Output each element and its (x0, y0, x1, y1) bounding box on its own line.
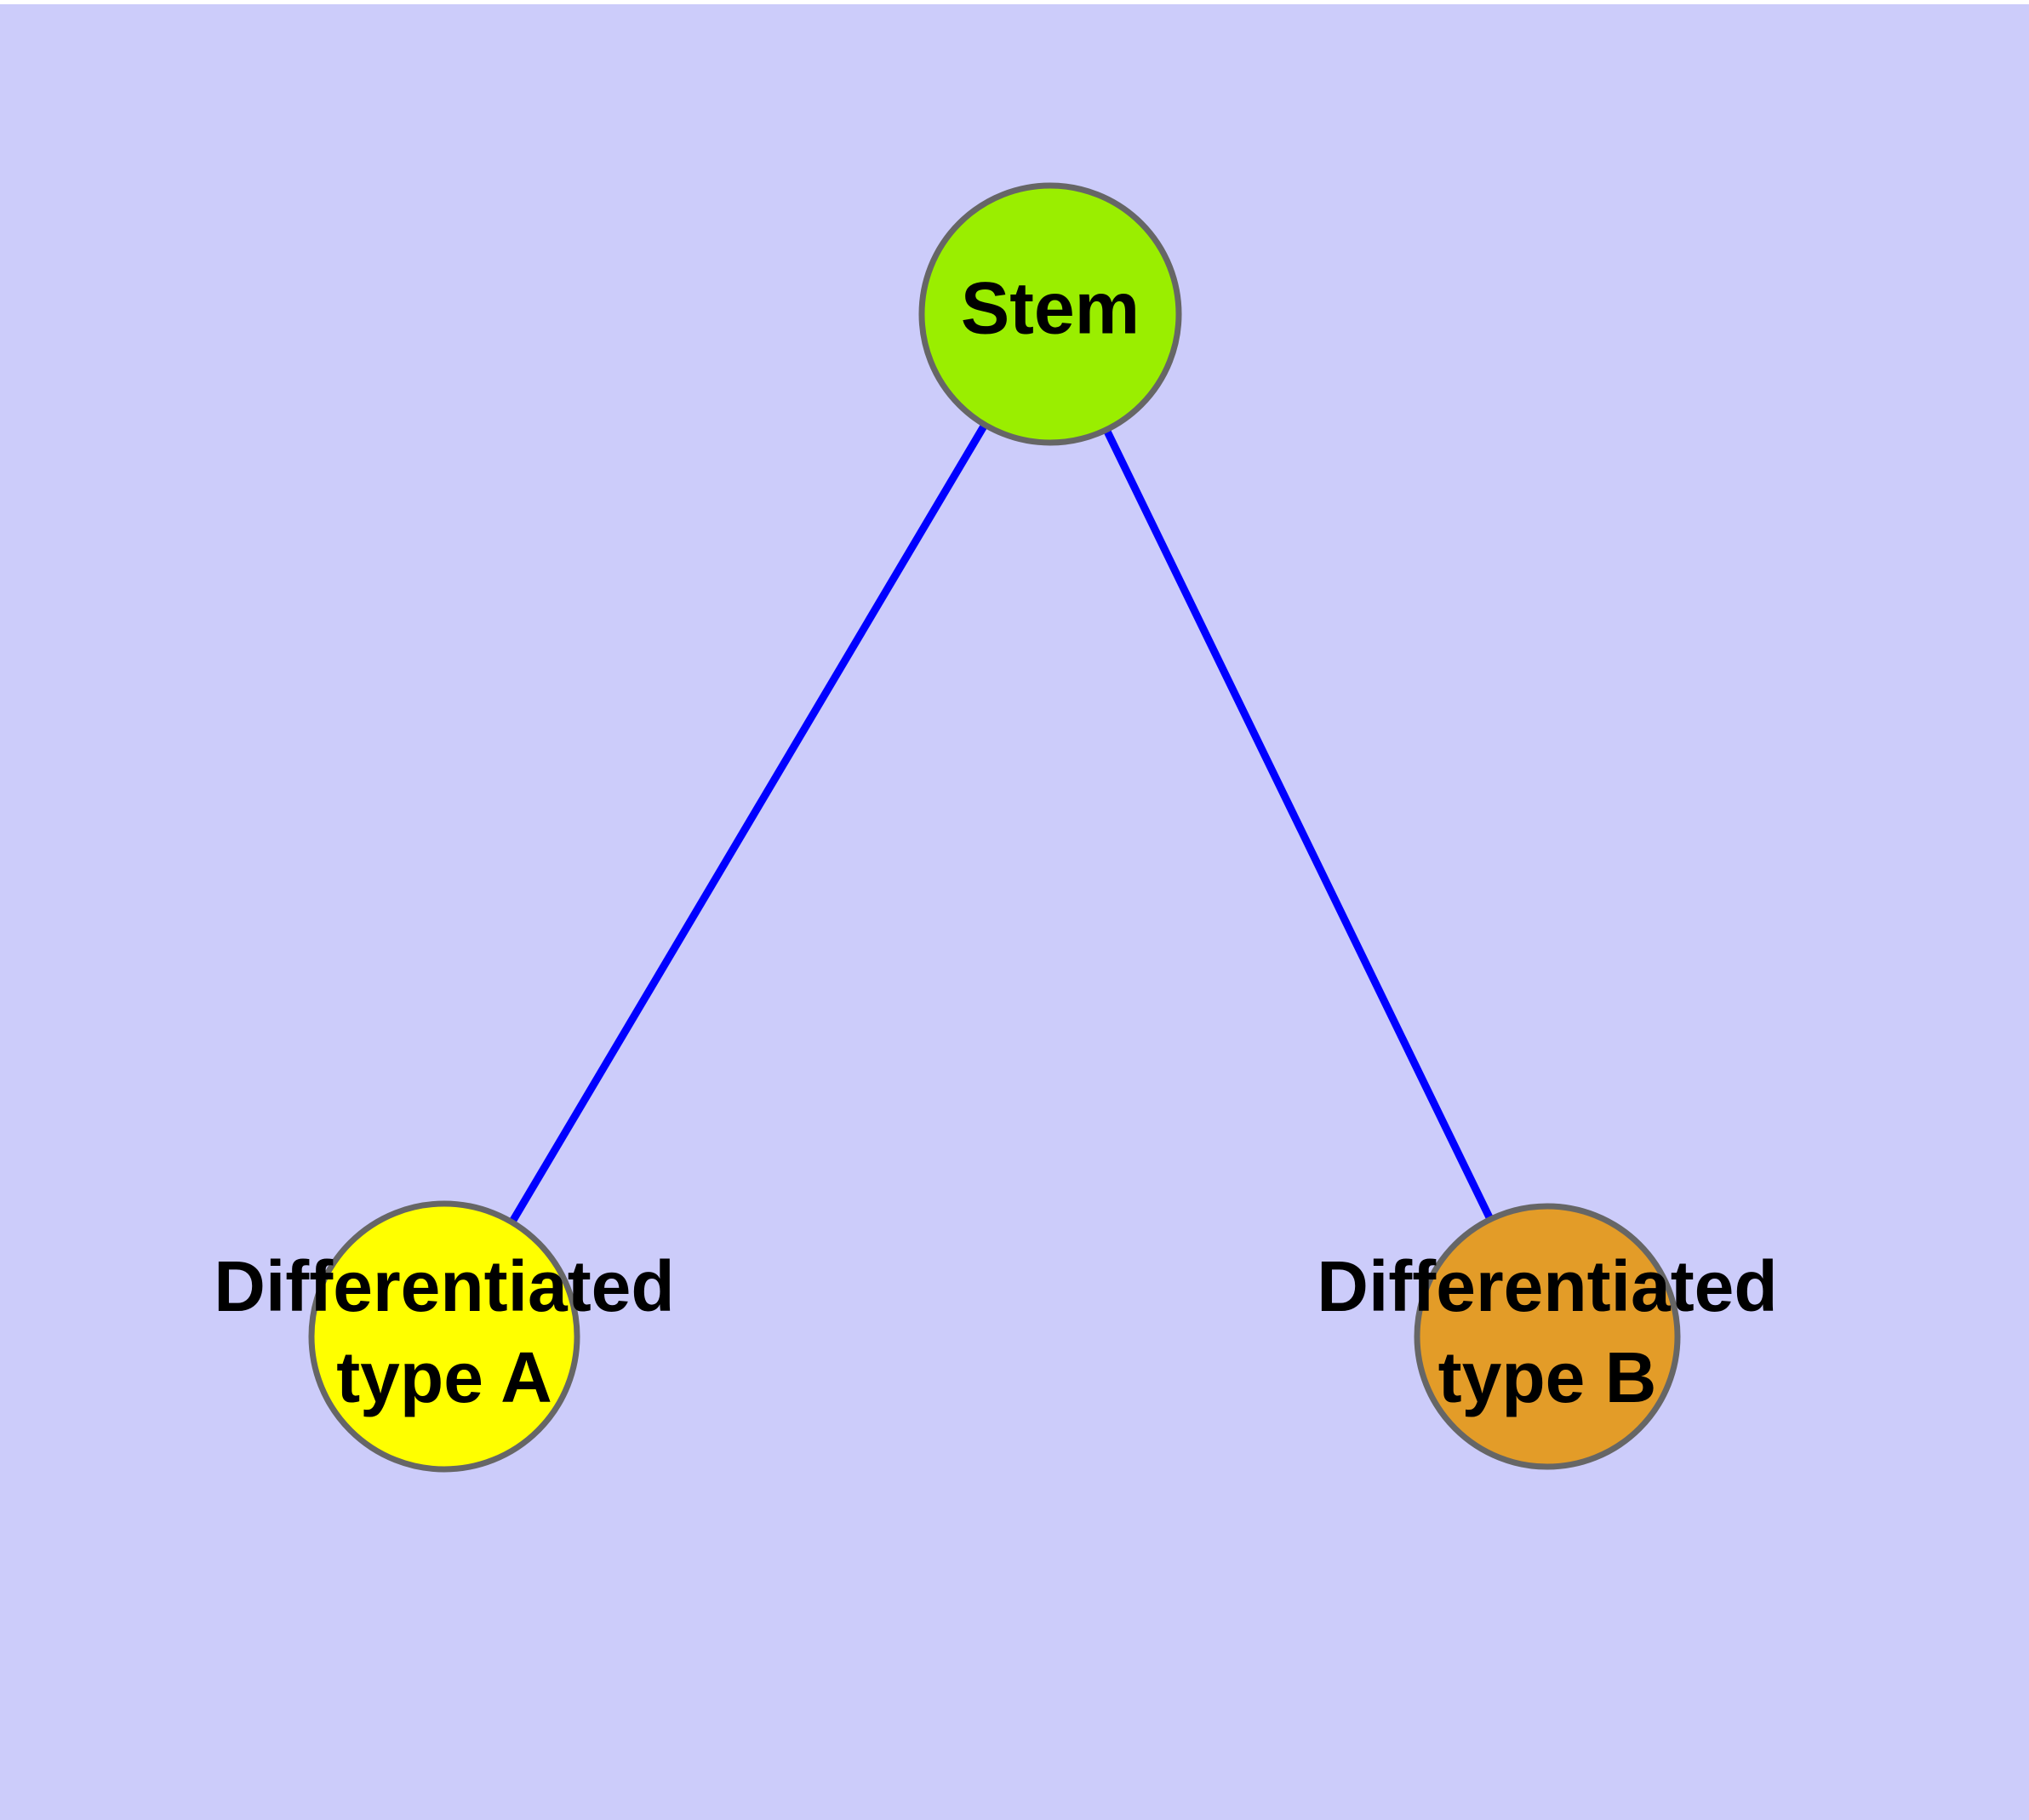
node-link-graph: Stem Differentiated type A Differentiate… (214, 182, 1778, 1473)
edge-stem-to-differentiated-type-a[interactable] (441, 312, 1054, 1339)
node-differentiated-type-b-circle[interactable] (1414, 1203, 1681, 1470)
node-differentiated-type-a-label-line2: type A (336, 1337, 552, 1417)
label-layer: Stem Differentiated type A Differentiate… (214, 268, 1777, 1417)
node-stem-label: Stem (961, 268, 1140, 350)
node-differentiated-type-b-label-line2: type B (1438, 1337, 1657, 1417)
node-stem-circle[interactable] (918, 182, 1182, 446)
edge-layer (441, 312, 1552, 1339)
node-layer (308, 182, 1681, 1473)
edge-stem-to-differentiated-type-b[interactable] (1046, 312, 1552, 1338)
node-differentiated-type-a-circle[interactable] (308, 1200, 580, 1473)
diagram-canvas: Stem Differentiated type A Differentiate… (0, 4, 2029, 1820)
node-differentiated-type-b-label-line1: Differentiated (1317, 1246, 1777, 1326)
node-differentiated-type-a-label-line1: Differentiated (214, 1246, 674, 1326)
